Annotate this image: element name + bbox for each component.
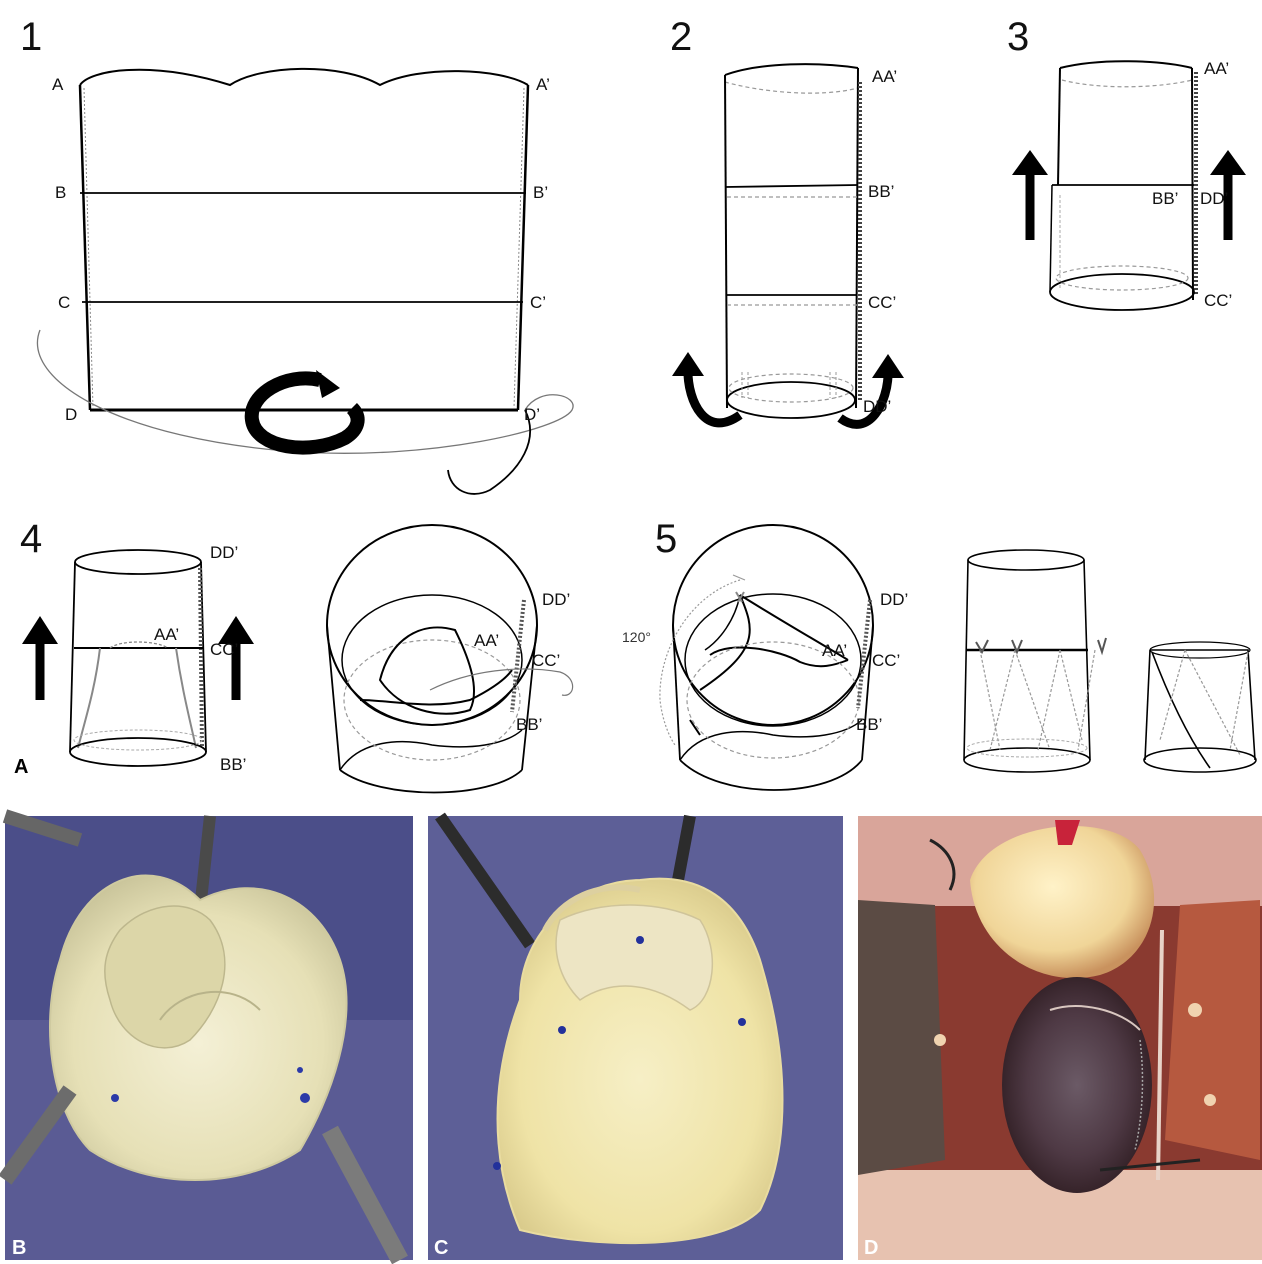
label-AA: AA’ [872, 67, 897, 86]
label-BB: BB’ [220, 755, 246, 774]
label-BB: BB’ [868, 182, 894, 201]
step-4: 4 A DD’ AA’ CC’ BB’ DD’ AA’ CC’ [14, 517, 573, 793]
photo-C-valve-side-view [428, 816, 843, 1260]
panel-letter-D: D [864, 1237, 878, 1259]
photo-B-valve-top-view [5, 816, 413, 1260]
step-2: 2 AA’ BB’ CC’ DD’ [670, 15, 904, 424]
label-D-prime: D’ [524, 405, 540, 424]
photo-D-surgical-field [858, 816, 1262, 1260]
label-BB: BB’ [856, 715, 882, 734]
step-1: 1 A A’ B B’ C C’ D D’ [20, 15, 573, 494]
label-B-prime: B’ [533, 183, 548, 202]
label-DD: DD’ [1200, 189, 1228, 208]
label-C: C [58, 293, 70, 312]
step-3-number: 3 [1007, 15, 1029, 59]
label-C-prime: C’ [530, 293, 546, 312]
label-CC: CC’ [210, 640, 238, 659]
panel-letter-C: C [434, 1237, 448, 1259]
label-BB: BB’ [1152, 189, 1178, 208]
label-D: D [65, 405, 77, 424]
label-CC: CC’ [868, 293, 896, 312]
label-A-prime: A’ [536, 75, 550, 94]
label-AA: AA’ [1204, 59, 1229, 78]
step-4-number: 4 [20, 517, 42, 561]
label-DD: DD’ [210, 543, 238, 562]
panel-letter-B: B [12, 1237, 26, 1259]
label-CC: CC’ [872, 651, 900, 670]
step-3: 3 AA’ BB’ DD’ CC’ [1007, 15, 1246, 310]
label-angle: 120° [622, 629, 651, 645]
step-1-number: 1 [20, 15, 42, 59]
label-DD-open: DD’ [542, 590, 570, 609]
label-DD: DD’ [880, 590, 908, 609]
label-BB-open: BB’ [516, 715, 542, 734]
label-AA-open: AA’ [474, 631, 499, 650]
step-2-number: 2 [670, 15, 692, 59]
label-CC: CC’ [1204, 291, 1232, 310]
step-5: 5 120° DD’ AA’ CC’ BB’ [622, 517, 1256, 790]
label-DD: DD’ [863, 397, 891, 416]
step-5-number: 5 [655, 517, 677, 561]
label-A: A [52, 75, 64, 94]
panel-letter-A: A [14, 756, 28, 778]
label-CC-open: CC’ [532, 651, 560, 670]
label-AA: AA’ [822, 641, 847, 660]
label-AA: AA’ [154, 625, 179, 644]
label-B: B [55, 183, 66, 202]
